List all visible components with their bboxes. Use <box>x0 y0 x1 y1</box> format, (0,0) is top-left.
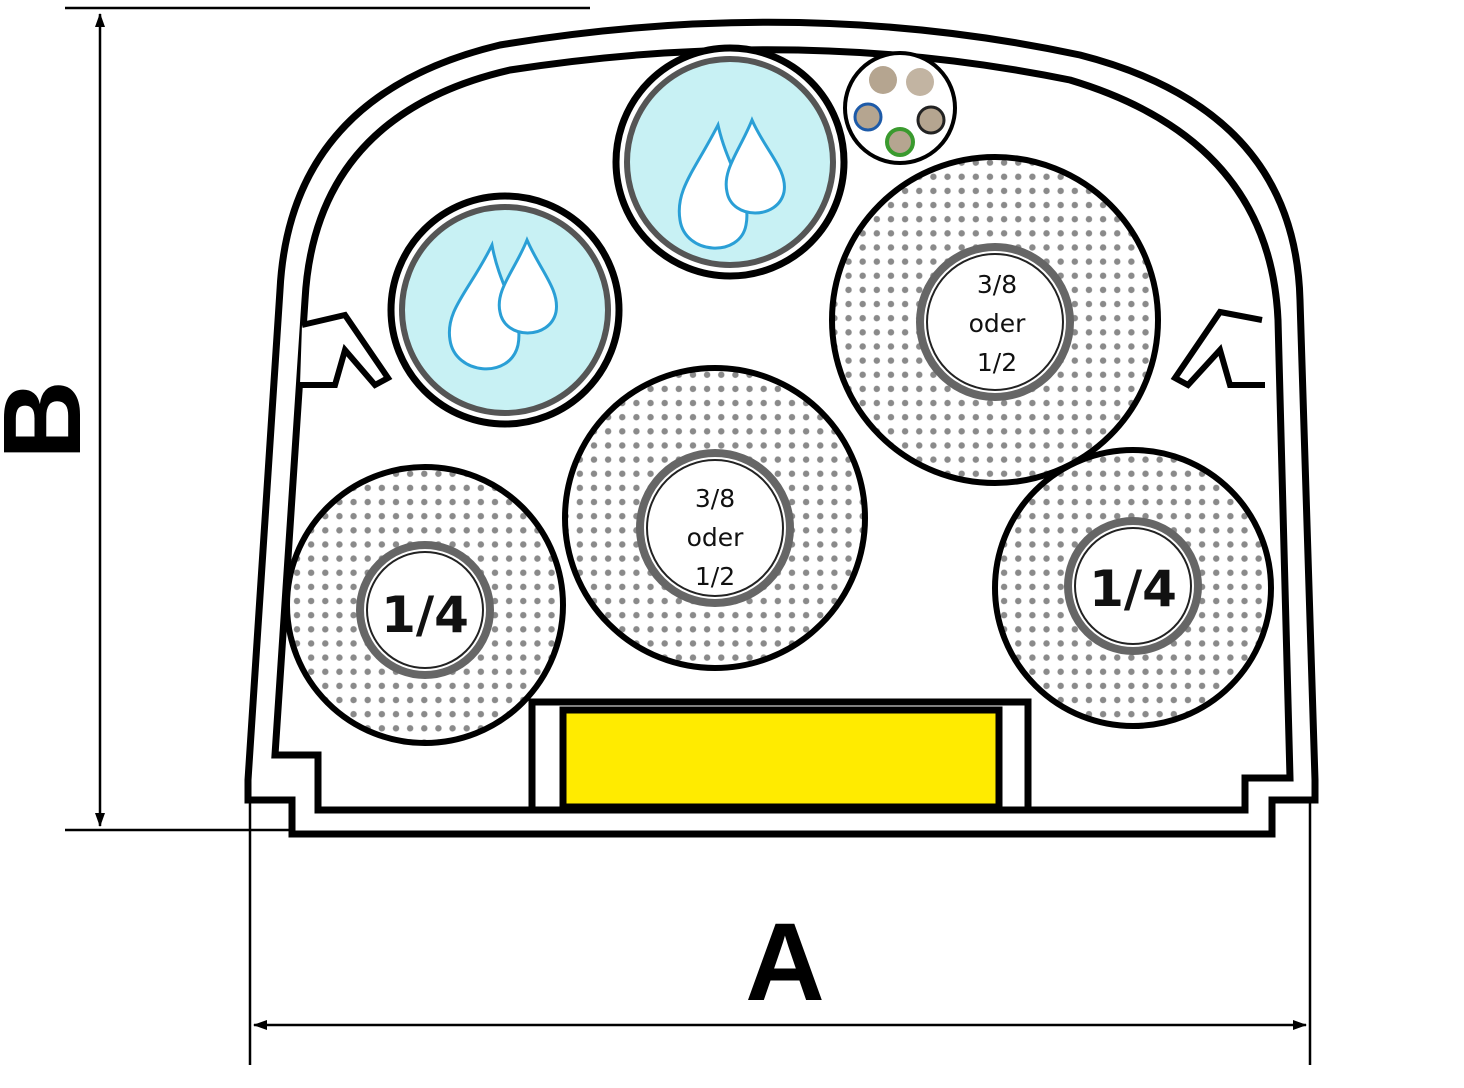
housing-outline <box>244 18 1319 838</box>
water-drops-icon <box>447 236 559 371</box>
pipe-size-label: 1/4 <box>381 586 469 644</box>
pipe-upper-right: 3/8 oder 1/2 <box>829 154 1161 486</box>
pipe-size-label: 1/4 <box>1089 560 1177 618</box>
pipe-lower-left: 1/4 <box>284 464 566 746</box>
pipe-size-label: oder <box>969 309 1027 338</box>
water-channel-right <box>612 44 848 280</box>
dimension-label-a: A <box>745 901 824 1024</box>
pipe-size-label: 1/2 <box>977 348 1017 377</box>
pipe-lower-right: 1/4 <box>992 447 1274 729</box>
dimension-label-b: B <box>0 380 104 459</box>
water-drops-icon <box>677 116 786 250</box>
water-channel-left <box>387 192 623 428</box>
pipe-size-label: oder <box>687 523 745 552</box>
yellow-seal-block <box>528 698 1032 814</box>
pipe-size-label: 3/8 <box>977 270 1017 299</box>
dimension-lines <box>65 6 1312 1065</box>
pipe-size-label: 3/8 <box>695 484 735 513</box>
pipe-size-label: 1/2 <box>695 562 735 591</box>
mounting-clips <box>300 308 1265 389</box>
electrical-cable <box>843 51 957 165</box>
pipe-center: 3/8 oder 1/2 <box>562 365 868 671</box>
